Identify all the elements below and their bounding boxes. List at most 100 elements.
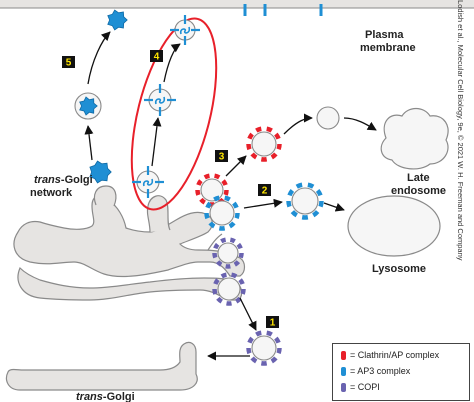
copi-vesicle-budding-top <box>212 237 244 269</box>
arrow-5-lower <box>84 125 94 161</box>
coat-segment <box>220 272 227 279</box>
late-endosome-label-line1: Late <box>407 172 430 184</box>
coat-segment <box>307 182 315 189</box>
lysosome-label: Lysosome <box>372 263 426 275</box>
plasma-membrane <box>0 0 474 16</box>
clathrin-vesicle-budding <box>195 173 229 207</box>
coat-segment <box>213 242 220 250</box>
coat-segment <box>274 132 281 140</box>
trans-golgi-bottom-label: trans-Golgi <box>76 391 135 402</box>
step-number: 5 <box>66 58 72 69</box>
coat-segment <box>274 336 281 344</box>
legend-swatch-ap3 <box>341 366 346 376</box>
coat-segment <box>295 182 303 189</box>
coat-segment <box>236 242 243 250</box>
step-box-4: 4 <box>150 50 163 63</box>
step-box-2: 2 <box>258 184 271 197</box>
coat-segment <box>290 210 298 218</box>
step-number: 3 <box>219 152 225 163</box>
coat-segment <box>286 200 292 208</box>
uncoated-vesicle <box>316 106 340 130</box>
step-number-boxes: 1 2 3 4 5 <box>62 50 279 329</box>
legend-label-ap3: = AP3 complex <box>350 366 411 376</box>
arrow-2-to-vesicle <box>243 198 283 209</box>
clathrin-vesicle-free <box>246 126 282 162</box>
coat-segment <box>204 212 210 220</box>
coat-segment <box>231 272 238 279</box>
coat-segment <box>214 173 221 180</box>
coat-segment <box>276 143 282 151</box>
legend-item-clathrin: = Clathrin/AP complex <box>341 350 439 360</box>
copi-vesicle-budding <box>212 272 246 306</box>
coat-segment <box>270 152 278 160</box>
legend-swatch-copi <box>341 382 346 392</box>
copi-vesicle-free <box>246 330 282 366</box>
step-number: 2 <box>262 186 268 197</box>
coat-segment <box>224 195 231 202</box>
step-box-5: 5 <box>62 56 75 69</box>
coat-segment <box>221 179 228 186</box>
trans-golgi-network-label-line1: trans-Golgi <box>34 174 93 186</box>
coat-segment <box>208 221 216 229</box>
coat-segment <box>195 189 201 196</box>
pathway-4-highlight <box>130 17 218 211</box>
coat-segment <box>205 201 212 209</box>
plasma-membrane-label-line2: membrane <box>360 42 416 54</box>
coat-segment <box>240 288 246 295</box>
coat-segment <box>312 210 320 218</box>
receptor-vesicle-mid <box>144 84 176 116</box>
coat-segment <box>196 179 203 186</box>
ap3-vesicle-budding <box>204 195 240 231</box>
coat-segment <box>266 126 273 133</box>
coat-segment <box>247 132 254 140</box>
coat-segment <box>238 278 245 285</box>
cargo-vesicle-budding <box>89 160 112 184</box>
cargo-vesicle-mid <box>74 92 102 120</box>
plasma-membrane-label-line1: Plasma <box>365 29 404 41</box>
arrow-4-upper <box>163 43 181 83</box>
coat-segment <box>212 288 218 295</box>
trans-golgi-bottom-cisterna <box>5 341 198 391</box>
receptor-vesicle-top <box>170 15 200 45</box>
receptor-vesicle-budding <box>132 166 164 198</box>
coat-segment <box>250 356 258 364</box>
coat-segment <box>255 330 262 337</box>
legend-label-copi: = COPI <box>350 382 380 392</box>
coat-segment <box>234 212 240 220</box>
coat-segment <box>315 188 323 197</box>
coat-segment <box>250 152 258 160</box>
arrows <box>84 31 377 361</box>
coat-segment <box>199 197 206 205</box>
step-number: 4 <box>154 52 160 63</box>
coat-segment <box>213 195 220 202</box>
coat-segment <box>255 126 262 133</box>
coat-segment <box>318 200 324 208</box>
arrow-4-lower <box>151 117 162 167</box>
step-box-1: 1 <box>266 316 279 329</box>
coat-segment <box>215 260 223 267</box>
coat-segment <box>216 296 223 304</box>
coat-segment <box>232 201 239 209</box>
coat-segment <box>228 221 236 229</box>
coat-segment <box>270 356 278 364</box>
legend-swatch-clathrin <box>341 350 346 360</box>
figure-credit: Lodish et al., Molecular Cell Biology, 9… <box>456 0 465 261</box>
coat-segment <box>246 143 252 151</box>
coat-segment <box>213 278 220 285</box>
coat-segment <box>229 237 236 244</box>
legend-item-ap3: = AP3 complex <box>341 366 410 376</box>
ap3-vesicle-free <box>286 182 324 220</box>
legend: = Clathrin/AP complex = AP3 complex = CO… <box>332 343 470 401</box>
legend-item-copi: = COPI <box>341 382 380 392</box>
arrow-5-upper <box>87 31 111 85</box>
vesicles <box>74 9 340 366</box>
arrow-3-to-uncoat <box>283 113 313 135</box>
coat-segment <box>223 189 229 196</box>
arrow-2-to-lysosome <box>323 202 345 212</box>
coat-segment <box>203 173 210 180</box>
step-box-3: 3 <box>215 150 228 163</box>
trans-golgi-network-label-line2: network <box>30 187 73 199</box>
step-number: 1 <box>270 318 276 329</box>
legend-label-clathrin: = Clathrin/AP complex <box>350 350 440 360</box>
